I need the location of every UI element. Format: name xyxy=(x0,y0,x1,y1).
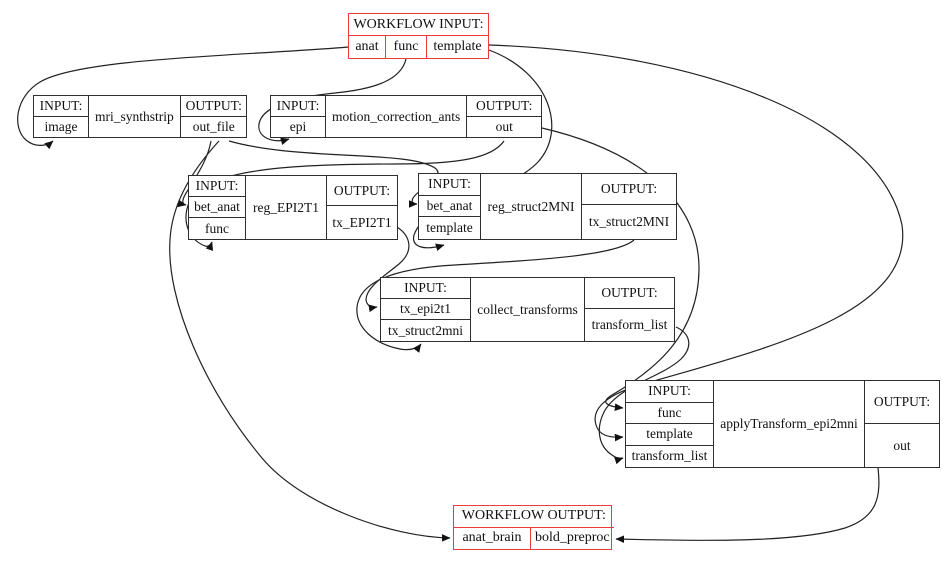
output-port-tx-struct2mni: tx_struct2MNI xyxy=(588,214,670,229)
workflow-output-box: WORKFLOW OUTPUT: anat_brain bold_preproc xyxy=(453,505,614,550)
node-title-reg-struct2mni: reg_struct2MNI xyxy=(487,198,575,214)
node-reg-epi2t1: INPUT: bet_anat func reg_EPI2T1 OUTPUT: … xyxy=(188,175,398,240)
workflow-output-title: WORKFLOW OUTPUT: xyxy=(454,506,614,528)
workflow-input-title: WORKFLOW INPUT: xyxy=(349,14,488,36)
input-port-func: func xyxy=(626,403,713,424)
workflow-output-field-bold-preproc: bold_preproc xyxy=(535,530,610,546)
node-reg-struct2mni: INPUT: bet_anat template reg_struct2MNI … xyxy=(418,173,677,240)
output-header: OUTPUT: xyxy=(180,96,247,117)
input-header: INPUT: xyxy=(271,96,325,117)
output-port-out: out xyxy=(495,118,513,134)
output-header: OUTPUT: xyxy=(582,174,676,205)
edge-outfile-to-anatbrain xyxy=(169,140,451,542)
output-port-transform-list: transform_list xyxy=(591,317,668,332)
workflow-input-field-template: template xyxy=(433,39,482,54)
output-header: OUTPUT: xyxy=(865,381,939,424)
workflow-input-field-func: func xyxy=(386,36,427,58)
output-header: OUTPUT: xyxy=(585,278,674,309)
node-title-collect-transforms: collect_transforms xyxy=(477,301,578,317)
input-port-template: template xyxy=(626,424,713,446)
input-header: INPUT: xyxy=(34,96,88,117)
input-header: INPUT: xyxy=(626,381,713,403)
input-header: INPUT: xyxy=(381,278,470,299)
output-header: OUTPUT: xyxy=(467,96,542,117)
workflow-output-field-anat-brain: anat_brain xyxy=(454,527,531,549)
input-port-func: func xyxy=(205,220,229,236)
edge-anat-to-image xyxy=(17,46,350,150)
node-title-motion-correction-ants: motion_correction_ants xyxy=(332,108,461,124)
input-port-bet-anat: bet_anat xyxy=(189,197,245,218)
input-port-bet-anat: bet_anat xyxy=(419,196,480,218)
input-header: INPUT: xyxy=(189,176,245,197)
input-port-tx-epi2t1: tx_epi2t1 xyxy=(381,299,470,320)
output-port-out: out xyxy=(893,437,911,453)
input-port-tx-struct2mni: tx_struct2mni xyxy=(388,322,463,338)
workflow-input-box: WORKFLOW INPUT: anat func template xyxy=(348,13,489,59)
input-port-transform-list: transform_list xyxy=(631,448,708,464)
node-title-mri-synthstrip: mri_synthstrip xyxy=(95,108,174,124)
edge-template-to-apply-template xyxy=(488,44,904,442)
node-applytransform-epi2mni: INPUT: func template transform_list appl… xyxy=(625,380,940,468)
edge-applyout-to-boldpreproc xyxy=(615,467,880,544)
output-port-out-file: out_file xyxy=(192,118,235,134)
node-title-applytransform-epi2mni: applyTransform_epi2mni xyxy=(720,416,858,431)
edge-out-to-apply-func xyxy=(541,127,700,412)
node-motion-correction-ants: INPUT: epi motion_correction_ants OUTPUT… xyxy=(270,95,542,138)
edge-outfile-to-regstruct-betanat xyxy=(228,140,439,208)
input-port-image: image xyxy=(44,118,78,134)
workflow-input-field-anat: anat xyxy=(349,36,386,58)
input-header: INPUT: xyxy=(419,174,480,196)
input-port-template: template xyxy=(426,220,473,236)
output-port-tx-epi2t1: tx_EPI2T1 xyxy=(332,214,392,230)
node-title-reg-epi2t1: reg_EPI2T1 xyxy=(253,199,319,215)
input-port-epi: epi xyxy=(289,118,307,134)
node-mri-synthstrip: INPUT: image mri_synthstrip OUTPUT: out_… xyxy=(33,95,247,138)
node-collect-transforms: INPUT: tx_epi2t1 tx_struct2mni collect_t… xyxy=(380,277,675,342)
edge-transformlist-to-apply xyxy=(598,326,690,465)
output-header: OUTPUT: xyxy=(327,176,397,206)
edge-txstruct2mni-to-collect xyxy=(356,239,635,353)
